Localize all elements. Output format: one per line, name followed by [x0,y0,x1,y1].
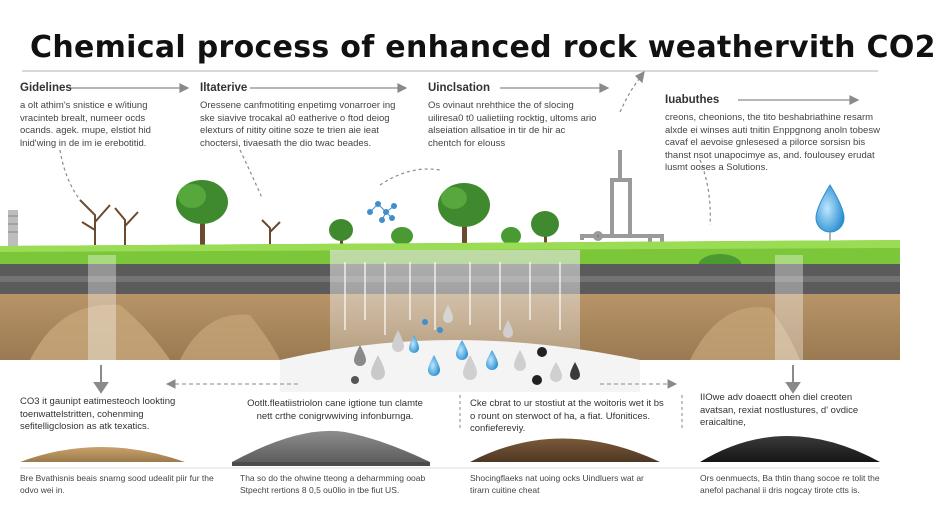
column-heading-2: Iltaterive [200,82,248,94]
column-text-2: Oressene canfmotiting enpetimg vonarroer… [200,100,396,149]
tree-icon [176,180,559,250]
column-text-1: a olt athim's snistice e w/itiung vracin… [20,100,151,149]
arrow-icon [93,365,801,394]
bottom-text-3: Cke cbrat to ur stostiut at the woitoris… [470,398,664,434]
bottom-text-4: IIOwe adv doaectt ohen diel creoten avat… [700,392,859,428]
basalt-pile [700,436,880,462]
column-text-3: Os ovinaut nrehthice the of slocing uili… [428,100,597,149]
diagram-title: Chemical process of enhanced rock weathe… [30,30,936,65]
molecule-icon [367,201,397,223]
column-heading-3: Uinclsation [428,82,490,94]
footer-text-4: Ors oenmuects, Ba thtin thang socoe re t… [700,473,880,495]
post-icon [8,210,18,250]
title-divider [22,70,878,72]
sand-pile [20,447,185,462]
pipe-structure-icon [580,150,664,246]
heading-arrows [59,70,860,226]
column-heading-4: Iuabuthes [665,94,720,106]
column-text-4: creons, cheonions, the tito beshabriathi… [665,112,880,173]
raindrop-group [351,305,580,385]
bare-tree-icon [79,199,281,245]
footer-text-1: Bre Bvathisnis beais snarng sood udealit… [20,473,214,495]
diagram-stage: Chemical process of enhanced rock weathe… [0,30,936,495]
weathering-scene [0,70,900,469]
rock-pile [232,430,430,462]
soil-pile [470,438,660,462]
water-drop-icon [815,184,845,233]
footer-text-3: Shocingflaeks nat uoing ocks Uindluers w… [470,473,644,495]
column-heading-1: Gidelines [20,82,72,94]
footer-text-2: Tha so do the ohwine tteong a deharmming… [240,473,426,495]
bottom-text-1: CO3 it gaunipt eatimesteoch lookting toe… [20,396,176,432]
bottom-text-2: Ootlt.fleatiistriolon cane igtione tun c… [247,398,423,422]
